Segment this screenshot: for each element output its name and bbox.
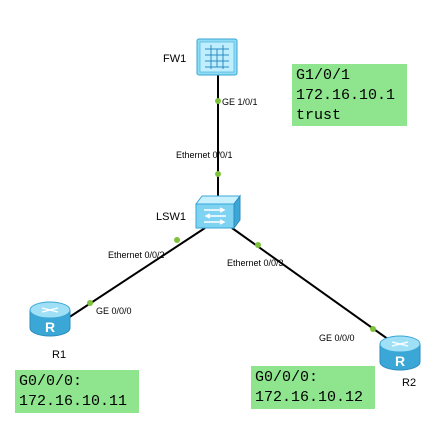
note-fw1-interface: G1/0/1 xyxy=(296,67,351,84)
device-label-lsw1: LSW1 xyxy=(156,211,186,223)
note-r1-ip: 172.16.10.11 xyxy=(19,393,128,410)
note-fw1-address: G1/0/1 172.16.10.1 trust xyxy=(292,64,407,126)
port-dot-fw1 xyxy=(215,98,221,104)
svg-text:R: R xyxy=(395,353,405,369)
note-r2-ip: 172.16.10.12 xyxy=(255,389,364,406)
router-icon[interactable]: R xyxy=(29,301,71,337)
device-label-fw1: FW1 xyxy=(163,53,187,65)
port-label-lsw1-e1: Ethernet 0/0/1 xyxy=(176,150,233,160)
note-r2-address: G0/0/0: 172.16.10.12 xyxy=(251,366,375,409)
note-fw1-zone: trust xyxy=(296,107,342,124)
port-dot-lsw1-e3 xyxy=(255,242,261,248)
svg-text:R: R xyxy=(45,319,55,335)
port-label-fw1-ge: GE 1/0/1 xyxy=(222,97,258,107)
port-label-r2-ge: GE 0/0/0 xyxy=(319,333,355,343)
note-r2-interface: G0/0/0: xyxy=(255,369,319,386)
switch-icon[interactable] xyxy=(195,194,241,230)
port-dot-lsw1-e2 xyxy=(174,237,180,243)
port-label-r1-ge: GE 0/0/0 xyxy=(96,306,132,316)
port-dot-r2 xyxy=(370,326,376,332)
device-label-r2: R2 xyxy=(402,377,417,389)
port-label-lsw1-e3: Ethernet 0/0/3 xyxy=(227,258,284,268)
port-label-lsw1-e2: Ethernet 0/0/2 xyxy=(108,250,165,260)
note-r1-address: G0/0/0: 172.16.10.11 xyxy=(15,370,139,413)
router-icon[interactable]: R xyxy=(379,335,421,371)
firewall-icon[interactable] xyxy=(196,38,238,76)
device-label-r1: R1 xyxy=(52,349,67,361)
port-dot-r1 xyxy=(87,300,93,306)
note-r1-interface: G0/0/0: xyxy=(19,373,83,390)
port-dot-lsw1-e1 xyxy=(215,171,221,177)
note-fw1-ip: 172.16.10.1 xyxy=(296,87,396,104)
